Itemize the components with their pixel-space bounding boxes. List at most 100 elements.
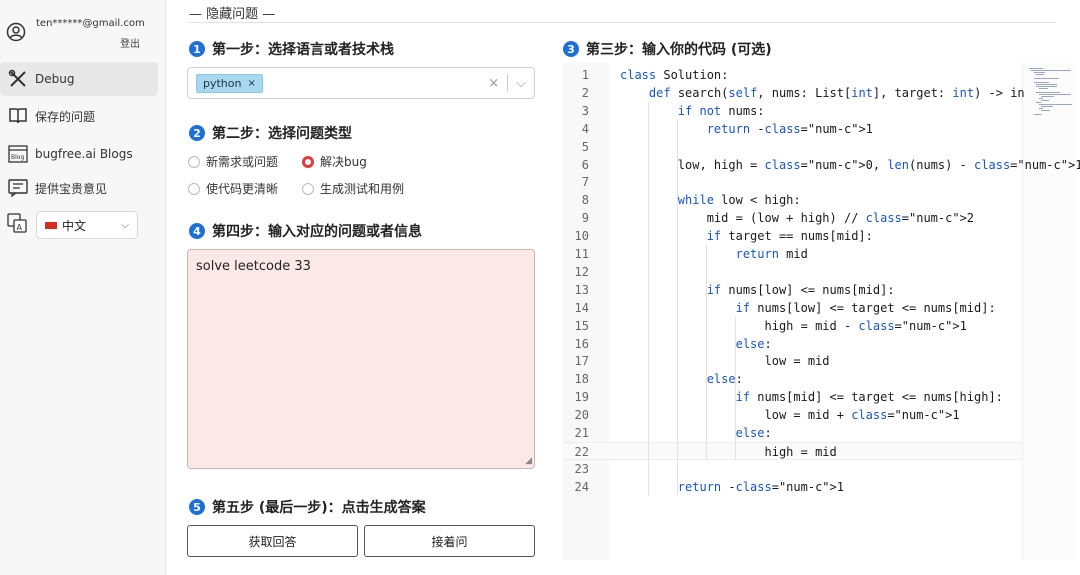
sidebar-item-blogs[interactable]: Blog bugfree.ai Blogs	[0, 137, 158, 171]
code-line[interactable]: 7	[563, 173, 1022, 191]
minimap-line	[1029, 68, 1043, 69]
radio-label: 使代码更清晰	[206, 182, 279, 196]
minimap[interactable]	[1022, 63, 1074, 560]
code-line[interactable]: 19 if nums[mid] <= target <= nums[high]:	[563, 388, 1022, 406]
code-line[interactable]: 22 high = mid	[563, 441, 1022, 460]
code-line[interactable]: 9 mid = (low + high) // class="num-c">2	[563, 209, 1022, 227]
code-line[interactable]: 18 else:	[563, 370, 1022, 388]
line-number: 3	[581, 103, 589, 118]
minimap-line	[1033, 114, 1042, 115]
hidden-section-title[interactable]: — 隐藏问题 —	[189, 3, 1056, 23]
code-line[interactable]: 5	[563, 138, 1022, 156]
radio-label: 生成测试和用例	[320, 182, 405, 196]
step-number: 3	[563, 41, 579, 57]
code-line[interactable]: 8 while low < high:	[563, 191, 1022, 209]
code-line[interactable]: 24 return -class="num-c">1	[563, 478, 1022, 496]
line-number: 12	[574, 264, 589, 279]
line-number: 8	[581, 193, 589, 208]
minimap-line	[1041, 100, 1050, 101]
sidebar-item-debug[interactable]: Debug	[0, 62, 158, 96]
indent-guide	[648, 101, 649, 496]
code-text: low, high = class="num-c">0, len(nums) -…	[620, 157, 1080, 172]
code-text: while low < high:	[677, 193, 801, 208]
code-line[interactable]: 21 else:	[563, 424, 1022, 442]
sidebar-item-saved[interactable]: 保存的问题	[0, 99, 158, 133]
svg-text:A: A	[17, 223, 23, 232]
radio-circle[interactable]	[188, 155, 200, 168]
language-select[interactable]: 中文 ⌵	[36, 211, 138, 239]
sidebar-item-feedback[interactable]: 提供宝贵意见	[0, 171, 158, 205]
indent-guide	[735, 316, 736, 460]
user-icon[interactable]	[6, 22, 26, 42]
minimap-line	[1041, 106, 1053, 107]
sidebar-item-label: 提供宝贵意见	[35, 181, 108, 196]
step4-title: 4 第四步：输入对应的问题或者信息	[189, 221, 422, 241]
radio-new-feature[interactable]: 新需求或问题	[188, 153, 278, 170]
code-line[interactable]: 17 low = mid	[563, 352, 1022, 370]
code-text: else:	[706, 372, 743, 387]
code-line[interactable]: 16 else:	[563, 335, 1022, 353]
code-line[interactable]: 23	[563, 460, 1022, 478]
line-number: 16	[574, 336, 589, 351]
code-text: return mid	[735, 247, 808, 261]
code-text: return -class="num-c">1	[706, 121, 873, 136]
translate-icon: A	[6, 212, 28, 238]
code-line[interactable]: 4 return -class="num-c">1	[563, 120, 1022, 138]
sidebar-item-label: 保存的问题	[35, 109, 96, 124]
minimap-line	[1036, 92, 1060, 93]
user-email: ten******@gmail.com	[36, 18, 145, 29]
clear-icon[interactable]: ×	[488, 75, 500, 91]
radio-fix-bug[interactable]: 解决bug	[302, 153, 367, 170]
radio-clean-code[interactable]: 使代码更清晰	[188, 180, 278, 197]
code-line[interactable]: 14 if nums[low] <= target <= nums[mid]:	[563, 299, 1022, 317]
minimap-line	[1036, 102, 1041, 103]
tag-remove-icon[interactable]: ×	[247, 77, 256, 89]
line-gutter	[563, 63, 609, 560]
code-line[interactable]: 2 def search(self, nums: List[int], targ…	[563, 84, 1025, 102]
line-number: 1	[581, 68, 589, 82]
step3-title-text: 第三步：输入你的代码 (可选)	[586, 42, 772, 58]
indent-guide	[677, 119, 678, 496]
minimap-line	[1033, 72, 1045, 73]
step-number: 4	[189, 223, 205, 239]
problem-textarea[interactable]: solve leetcode 33 ◢	[187, 249, 535, 469]
code-text: else:	[735, 426, 772, 440]
step2-title: 2 第二步：选择问题类型	[189, 123, 352, 143]
line-number: 4	[581, 121, 589, 136]
radio-circle[interactable]	[302, 182, 314, 195]
line-number: 20	[574, 408, 589, 423]
code-text: if target == nums[mid]:	[706, 229, 873, 244]
code-text: if nums[mid] <= target <= nums[high]:	[735, 390, 1003, 405]
code-line[interactable]: 10 if target == nums[mid]:	[563, 227, 1022, 245]
minimap-line	[1036, 86, 1057, 87]
code-line[interactable]: 20 low = mid + class="num-c">1	[563, 406, 1022, 424]
line-number: 14	[574, 300, 589, 315]
line-number: 10	[574, 229, 589, 244]
sidebar-item-label: bugfree.ai Blogs	[35, 147, 133, 161]
step-number: 5	[189, 499, 205, 515]
radio-generate-tests[interactable]: 生成测试和用例	[302, 180, 404, 197]
line-number: 5	[581, 139, 589, 154]
radio-circle[interactable]	[188, 182, 200, 195]
code-text: low = mid	[620, 354, 830, 369]
logout-link[interactable]: 登出	[120, 39, 140, 50]
resize-handle-icon[interactable]: ◢	[525, 456, 532, 466]
radio-circle-selected[interactable]	[302, 155, 314, 168]
code-line[interactable]: 13 if nums[low] <= nums[mid]:	[563, 281, 1022, 299]
code-line[interactable]: 6 low, high = class="num-c">0, len(nums)…	[563, 156, 1080, 174]
get-answer-button[interactable]: 获取回答	[187, 525, 358, 557]
follow-up-button[interactable]: 接着问	[364, 525, 535, 557]
code-line[interactable]: 3 if not nums:	[563, 102, 1022, 120]
step4-title-text: 第四步：输入对应的问题或者信息	[212, 224, 422, 240]
blog-icon: Blog	[7, 143, 29, 165]
select-separator	[507, 74, 509, 92]
code-line[interactable]: 15 high = mid - class="num-c">1	[563, 317, 1022, 335]
chevron-down-icon[interactable]: ⌵	[516, 75, 526, 91]
code-line[interactable]: 12	[563, 263, 1022, 281]
sidebar-item-label: Debug	[35, 72, 75, 86]
minimap-line	[1038, 98, 1044, 99]
language-stack-select[interactable]: python × × ⌵	[187, 67, 535, 99]
code-line[interactable]: 11 return mid	[563, 245, 1022, 263]
